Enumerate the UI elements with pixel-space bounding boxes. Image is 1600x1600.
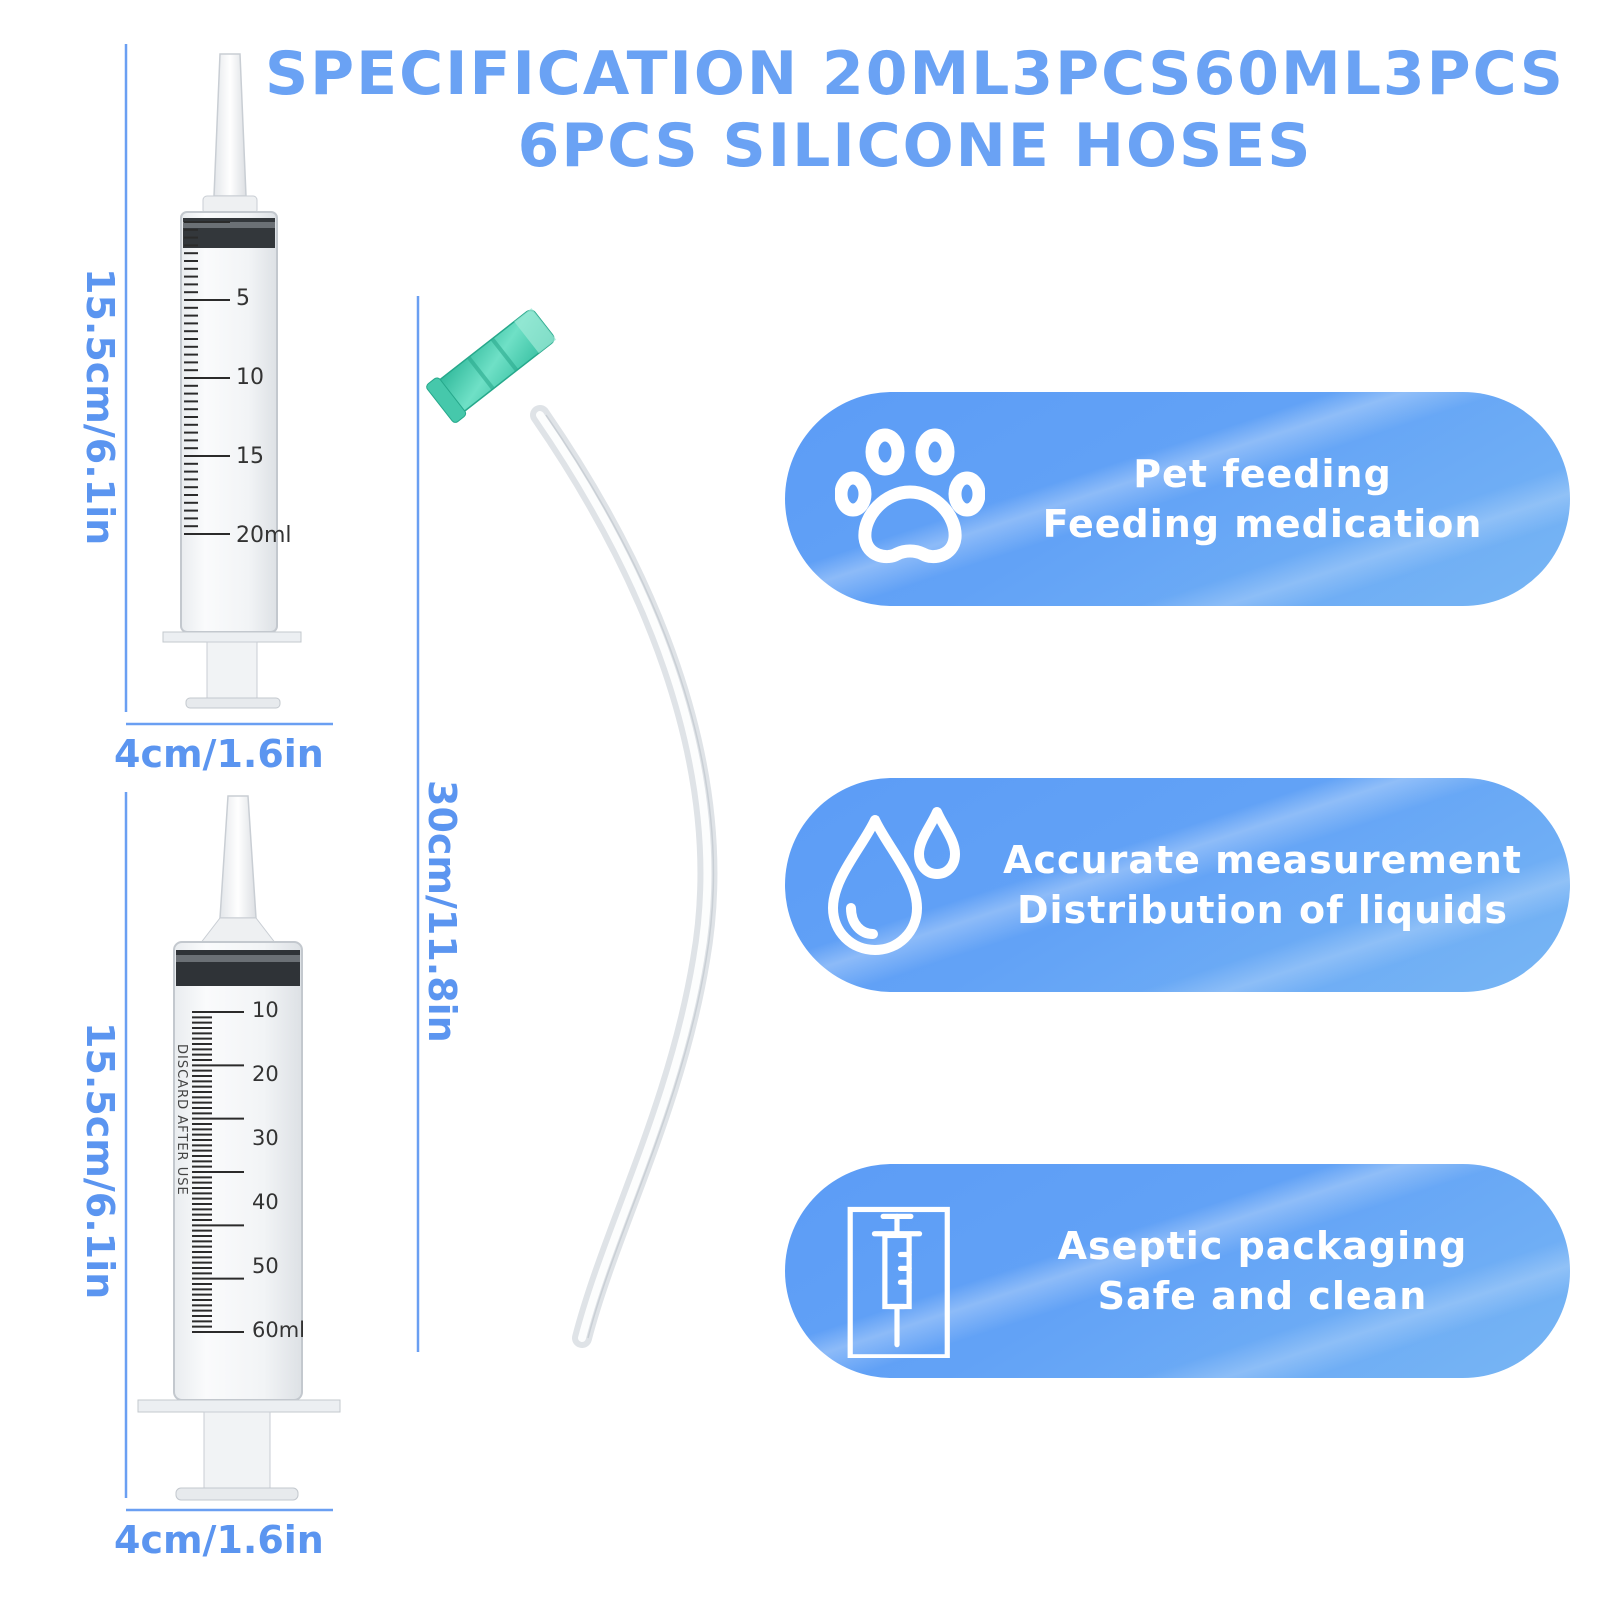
feature-aseptic-packaging: Aseptic packaging Safe and clean: [785, 1164, 1570, 1378]
syringe-60-height-label: 15.5cm/6.1in: [78, 1022, 122, 1300]
scale-label: 10: [252, 998, 279, 1022]
scale-label: 60ml: [252, 1318, 305, 1342]
scale-label: 50: [252, 1254, 279, 1278]
syringe-20-height-label: 15.5cm/6.1in: [78, 268, 122, 546]
feature-pet-feeding: Pet feeding Feeding medication: [785, 392, 1570, 606]
hose-length-label: 30cm/11.8in: [420, 780, 464, 1043]
dimension-lines: [124, 44, 420, 1512]
water-drop-icon: [828, 807, 960, 955]
scale-label: 20: [252, 1062, 279, 1086]
feature-text: Pet feeding Feeding medication: [975, 392, 1550, 606]
scale-label: 20ml: [236, 523, 292, 548]
scale-label: 30: [252, 1126, 279, 1150]
feature-line-1: Pet feeding: [1133, 452, 1392, 496]
title-line-2: 6PCS SILICONE HOSES: [517, 111, 1313, 181]
feature-line-2: Safe and clean: [1097, 1274, 1428, 1318]
scale-label: 10: [236, 365, 264, 390]
syringe-60-side-text: DISCARD AFTER USE: [174, 1044, 189, 1196]
title-line-1: SPECIFICATION 20ML3PCS60ML3PCS: [264, 39, 1566, 109]
feature-accurate-measurement: Accurate measurement Distribution of liq…: [785, 778, 1570, 992]
syringe-60-scale-labels: 10 20 30 40 50 60ml: [252, 998, 305, 1342]
syringe-20-scale-labels: 5 10 15 20ml: [236, 286, 292, 548]
feature-text: Aseptic packaging Safe and clean: [975, 1164, 1550, 1378]
scale-label: 5: [236, 286, 250, 311]
feature-line-2: Distribution of liquids: [1017, 888, 1508, 932]
feature-line-1: Accurate measurement: [1003, 838, 1522, 882]
syringe-60-width-label: 4cm/1.6in: [114, 1518, 324, 1562]
syringe-20-width-label: 4cm/1.6in: [114, 732, 324, 776]
paw-icon: [835, 428, 985, 564]
syringe-20ml: 5 10 15 20ml: [162, 53, 302, 709]
scale-label: 15: [236, 444, 264, 469]
feature-line-1: Aseptic packaging: [1057, 1224, 1468, 1268]
feature-text: Accurate measurement Distribution of liq…: [975, 778, 1550, 992]
scale-label: 40: [252, 1190, 279, 1214]
syringe-60ml: 10 20 30 40 50 60ml DISCARD AFTER USE: [137, 795, 341, 1501]
page-title: SPECIFICATION 20ML3PCS60ML3PCS 6PCS SILI…: [250, 38, 1580, 182]
silicone-hose: [426, 308, 718, 1348]
syringe-20-scale-ticks: [184, 221, 230, 535]
feature-line-2: Feeding medication: [1042, 502, 1483, 546]
syringe-60-scale-ticks: [192, 1011, 244, 1333]
syringe-package-icon: [847, 1206, 950, 1358]
